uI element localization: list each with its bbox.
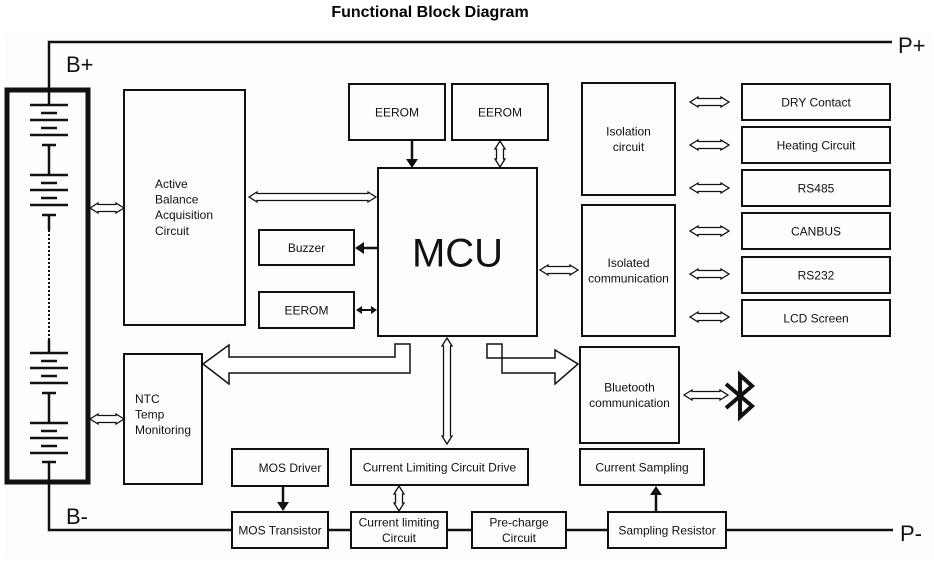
block-label: RS485 [798,181,835,195]
mcu-to-bluetooth-bus-arrow [486,343,580,386]
battery-cells-icon [4,87,91,485]
block-label: Current Limiting Circuit Drive [363,460,517,474]
canbus-block: CANBUS [741,212,891,250]
interface-arrow-3 [688,224,731,238]
balance-mcu-arrow [247,190,378,204]
rs485-block: RS485 [741,169,891,207]
eerom-top-left-block: EEROM [348,83,446,141]
block-label: Heating Circuit [777,138,856,152]
block-label: Pre-charge [489,516,549,530]
block-label: EEROM [375,105,419,119]
lcd-screen-block: LCD Screen [741,299,891,337]
block-label: MOS Transistor [238,523,321,537]
block-label: Buzzer [288,241,325,255]
block-label: Circuit [502,531,537,545]
drive-current-limit-arrow [392,484,406,513]
mcu-block: MCU [377,167,538,337]
block-label: MCU [412,231,503,275]
resistor-to-sampling-head [650,486,662,495]
bluetooth-icon-arrow [682,388,730,402]
mcu-isolated-comm-arrow [538,263,580,277]
mcu-to-ntc-bus-arrow [201,343,411,386]
p-minus-label: P- [900,521,922,546]
block-label: LCD Screen [783,311,848,325]
b-plus-line [47,40,892,92]
interface-arrow-5 [688,310,731,324]
block-label: Current limiting [359,516,440,530]
driver-to-mos-head [277,502,289,511]
block-label: Acquisition [155,208,213,222]
block-label: Isolated [607,256,649,270]
block-label: Circuit [155,224,190,238]
mos-driver-block: MOS Driver [231,448,329,487]
mcu-current-limit-drive-arrow [440,336,454,446]
eerom-mcu-arrow [493,139,507,169]
block-label: RS232 [798,268,835,282]
eerom-link-head-left [356,306,362,314]
eerom-top-right-block: EEROM [451,83,549,141]
p-plus-label: P+ [898,33,926,58]
b-minus-label: B- [66,504,88,529]
eerom-left-block: EEROM [258,291,355,329]
current-limiting-drive-block: Current Limiting Circuit Drive [350,448,529,486]
block-label: Bluetooth [604,381,655,395]
block-label: NTC [135,392,160,406]
block-label: Temp [135,408,165,422]
block-label: Isolation [606,125,651,139]
eerom-link-head-right [371,306,377,314]
battery-balance-arrow [88,201,126,215]
battery-ntc-arrow [88,412,126,426]
b-minus-line [47,484,232,532]
block-label: Monitoring [135,423,191,437]
interface-arrow-2 [688,181,731,195]
block-label: DRY Contact [781,95,851,109]
sampling-resistor-block: Sampling Resistor [607,511,727,549]
block-label: communication [589,396,670,410]
diagram-title: Functional Block Diagram [331,4,529,21]
block-label: circuit [613,140,645,154]
block-label: Active [155,177,188,191]
bluetooth-icon [724,370,756,422]
dry-contact-block: DRY Contact [741,83,891,121]
block-label: communication [588,272,669,286]
mos-transistor-block: MOS Transistor [231,511,329,549]
block-label: Sampling Resistor [618,523,715,537]
b-plus-label: B+ [66,52,94,77]
block-label: Circuit [382,531,417,545]
block-label: EEROM [478,105,522,119]
block-label: CANBUS [791,224,841,238]
eerom-to-mcu-head [406,159,418,168]
interface-arrow-4 [688,267,731,281]
buzzer-block: Buzzer [258,229,355,266]
isolated-communication-block: Isolated communication [581,204,676,337]
current-sampling-block: Current Sampling [579,448,705,486]
power-lines [47,40,893,532]
mcu-to-buzzer-head [355,242,364,254]
rs232-block: RS232 [741,256,891,294]
block-label: Current Sampling [595,460,688,474]
block-label: Balance [155,193,199,207]
block-label: MOS Driver [259,461,322,475]
block-label: EEROM [284,303,328,317]
interface-arrow-1 [688,138,731,152]
heating-circuit-block: Heating Circuit [741,126,891,164]
interface-arrow-0 [688,95,731,109]
